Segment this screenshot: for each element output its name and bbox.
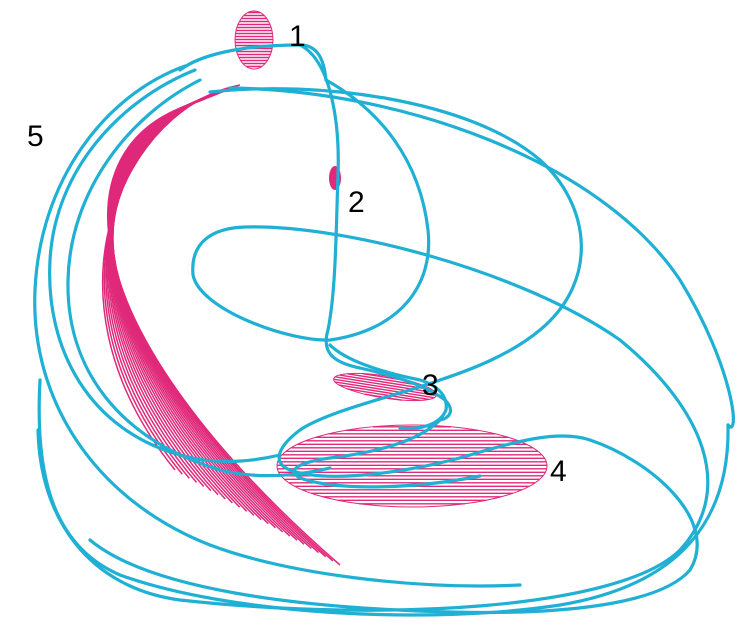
region-label-3: 3 — [422, 371, 439, 401]
region-5-stroke — [112, 98, 297, 540]
region-5-stroke — [103, 85, 240, 470]
region-5-stroke — [109, 102, 333, 561]
region-5-stroke — [111, 99, 304, 544]
region-5-stroke — [111, 100, 312, 549]
region-5-stroke — [108, 103, 340, 565]
region-label-4: 4 — [550, 457, 567, 487]
region-5-stroke — [107, 87, 234, 482]
trajectory-outer-loop — [90, 89, 697, 613]
region-5-shape — [103, 85, 340, 565]
region-5-stroke — [110, 101, 318, 553]
region-label-2: 2 — [348, 188, 365, 218]
region-label-5: 5 — [27, 122, 44, 152]
region-label-1: 1 — [289, 22, 306, 52]
region-5-stroke — [109, 101, 325, 556]
region-1-shape — [235, 11, 273, 69]
